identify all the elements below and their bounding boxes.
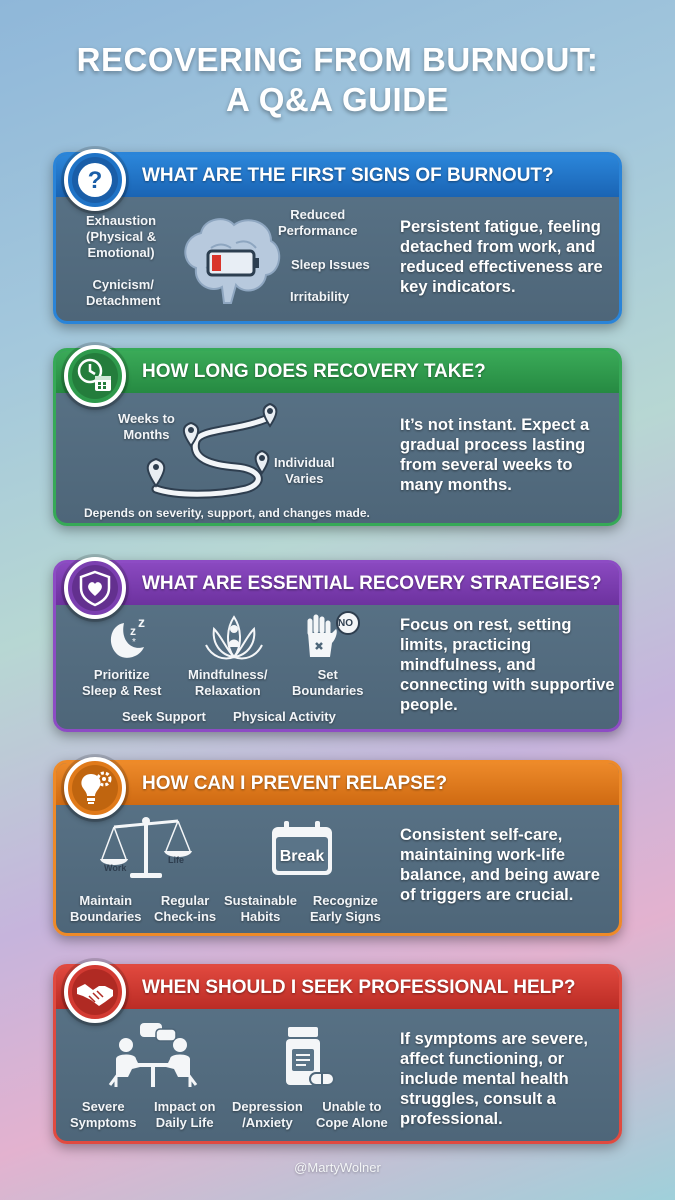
section-header: HOW LONG DOES RECOVERY TAKE? bbox=[56, 351, 619, 393]
svg-text:?: ? bbox=[88, 167, 103, 194]
no-badge-text: NO bbox=[338, 618, 353, 629]
label-depends: Depends on severity, support, and change… bbox=[84, 506, 370, 520]
calendar-break-text: Break bbox=[279, 848, 325, 865]
section-prevent-relapse: HOW CAN I PREVENT RELAPSE? Work Life Bre… bbox=[53, 757, 622, 936]
section-header: WHEN SHOULD I SEEK PROFESSIONAL HELP? bbox=[56, 967, 619, 1009]
question-text: WHEN SHOULD I SEEK PROFESSIONAL HELP? bbox=[142, 977, 576, 998]
pill-bottle-icon bbox=[278, 1025, 338, 1096]
question-text: HOW LONG DOES RECOVERY TAKE? bbox=[142, 361, 486, 382]
section-header: WHAT ARE ESSENTIAL RECOVERY STRATEGIES? bbox=[56, 563, 619, 605]
meditation-icon bbox=[202, 611, 266, 672]
calendar-break-icon bbox=[270, 819, 334, 882]
label-sleep-issues: Sleep Issues bbox=[291, 257, 370, 272]
section-first-signs: WHAT ARE THE FIRST SIGNS OF BURNOUT? ? E… bbox=[53, 149, 622, 324]
label-cynicism: Cynicism/Detachment bbox=[86, 277, 161, 308]
section-professional-help: WHEN SHOULD I SEEK PROFESSIONAL HELP? Se… bbox=[53, 961, 622, 1144]
section-header: HOW CAN I PREVENT RELAPSE? bbox=[56, 763, 619, 805]
question-text: WHAT ARE ESSENTIAL RECOVERY STRATEGIES? bbox=[142, 573, 602, 594]
svg-text:*: * bbox=[132, 637, 136, 648]
balance-scale-icon bbox=[96, 813, 196, 888]
label-irritability: Irritability bbox=[290, 289, 350, 304]
section-strategies: WHAT ARE ESSENTIAL RECOVERY STRATEGIES? … bbox=[53, 557, 622, 732]
question-text: HOW CAN I PREVENT RELAPSE? bbox=[142, 773, 448, 794]
stop-hand-icon bbox=[300, 611, 364, 672]
author-handle: @MartyWolner bbox=[294, 1160, 381, 1175]
lightbulb-gear-icon bbox=[64, 757, 126, 819]
answer-text: It’s not instant. Expect a gradual proce… bbox=[400, 416, 590, 494]
scale-life-text: Life bbox=[168, 855, 185, 865]
page-title: RECOVERING FROM BURNOUT: A Q&A GUIDE bbox=[76, 41, 599, 118]
counseling-session-icon bbox=[104, 1019, 204, 1096]
scale-work-text: Work bbox=[104, 863, 127, 873]
svg-text:z: z bbox=[138, 615, 145, 630]
svg-text:z: z bbox=[130, 624, 136, 638]
answer-text: If symptoms are severe, affect functioni… bbox=[400, 1030, 589, 1128]
section-header: WHAT ARE THE FIRST SIGNS OF BURNOUT? bbox=[56, 155, 619, 197]
handshake-icon bbox=[64, 961, 126, 1023]
question-mark-icon: ? bbox=[64, 149, 126, 211]
label-exhaustion: Exhaustion(Physical &Emotional) bbox=[86, 213, 157, 260]
brain-battery-icon bbox=[176, 213, 286, 318]
label-depression-anxiety: Depression/Anxiety bbox=[232, 1099, 303, 1130]
answer-text: Persistent fatigue, feeling detached fro… bbox=[400, 218, 603, 296]
label-mindfulness: Mindfulness/Relaxation bbox=[188, 667, 268, 698]
answer-text: Focus on rest, setting limits, practicin… bbox=[400, 616, 615, 714]
answer-text: Consistent self-care, maintaining work-l… bbox=[400, 826, 600, 904]
question-text: WHAT ARE THE FIRST SIGNS OF BURNOUT? bbox=[142, 165, 554, 186]
label-physical-activity: Physical Activity bbox=[233, 709, 336, 724]
clock-calendar-icon bbox=[64, 345, 126, 407]
route-map-pins-icon bbox=[136, 401, 336, 506]
shield-heart-icon bbox=[64, 557, 126, 619]
label-seek-support: Seek Support bbox=[122, 709, 206, 724]
